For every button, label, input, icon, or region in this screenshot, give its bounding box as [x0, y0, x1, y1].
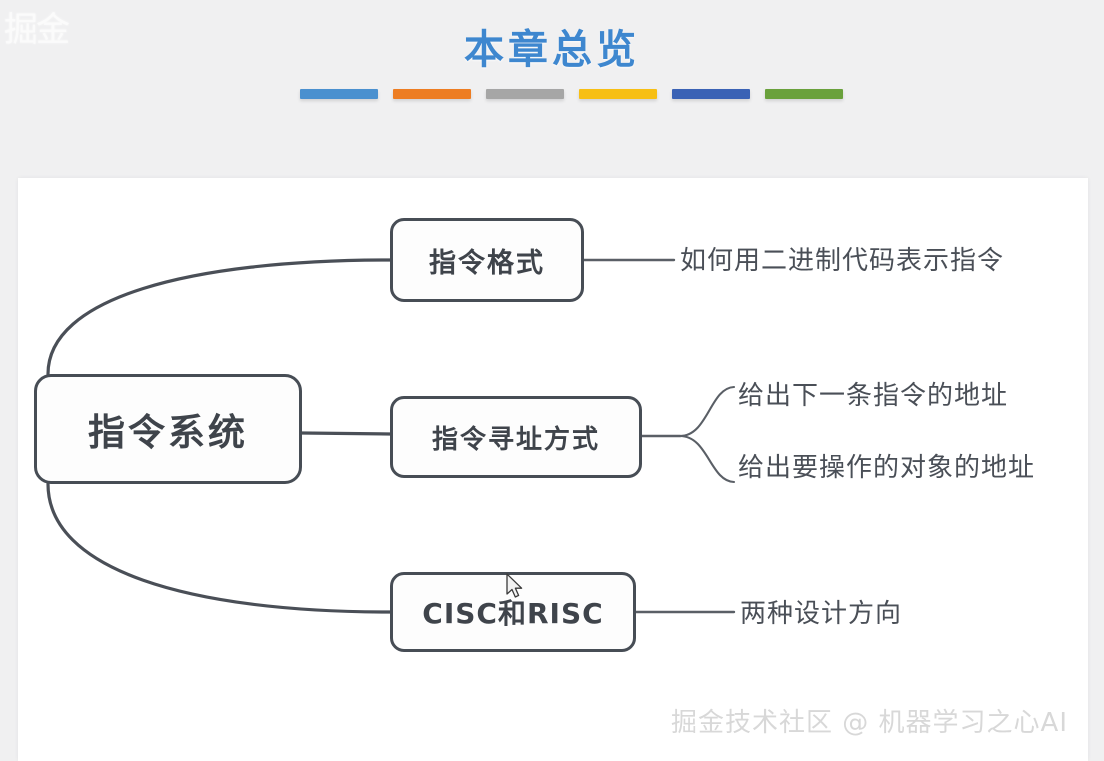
accent-bar-row [300, 89, 843, 99]
content-card: 指令系统 指令格式 指令寻址方式 CISC和RISC 如何用二进制代码表示指令 … [18, 178, 1088, 761]
accent-bar-gray [486, 89, 564, 99]
mindmap-connectors [46, 258, 736, 614]
connector-addressing-to-leaf-2 [678, 434, 736, 484]
accent-bar-dark-blue [672, 89, 750, 99]
accent-bar-green [765, 89, 843, 99]
mindmap-node-root[interactable]: 指令系统 [34, 374, 302, 484]
mindmap-leaf-addressing-description-1: 给出下一条指令的地址 [738, 381, 1009, 411]
mindmap-node-cisc-risc[interactable]: CISC和RISC [390, 572, 636, 652]
mindmap-leaf-format-description: 如何用二进制代码表示指令 [680, 246, 1005, 276]
bottom-watermark: 掘金技术社区 @ 机器学习之心AI [671, 708, 1068, 738]
mindmap-node-instruction-addressing[interactable]: 指令寻址方式 [390, 396, 642, 478]
connector-root-to-addressing [300, 431, 392, 436]
connector-root-to-cisc [46, 482, 392, 614]
accent-bar-orange [393, 89, 471, 99]
mindmap-node-instruction-format[interactable]: 指令格式 [390, 218, 584, 302]
accent-bar-yellow [579, 89, 657, 99]
connector-addressing-to-leaf-1 [678, 385, 736, 438]
mindmap-diagram: 指令系统 指令格式 指令寻址方式 CISC和RISC 如何用二进制代码表示指令 … [18, 178, 1088, 761]
slide-header: 本章总览 [0, 0, 1104, 178]
connector-root-to-format [46, 258, 392, 376]
mindmap-leaf-cisc-description: 两种设计方向 [740, 599, 903, 629]
mindmap-leaf-addressing-description-2: 给出要操作的对象的地址 [738, 453, 1036, 483]
page-title: 本章总览 [464, 26, 640, 73]
accent-bar-blue [300, 89, 378, 99]
corner-watermark: 掘金 [4, 10, 70, 50]
